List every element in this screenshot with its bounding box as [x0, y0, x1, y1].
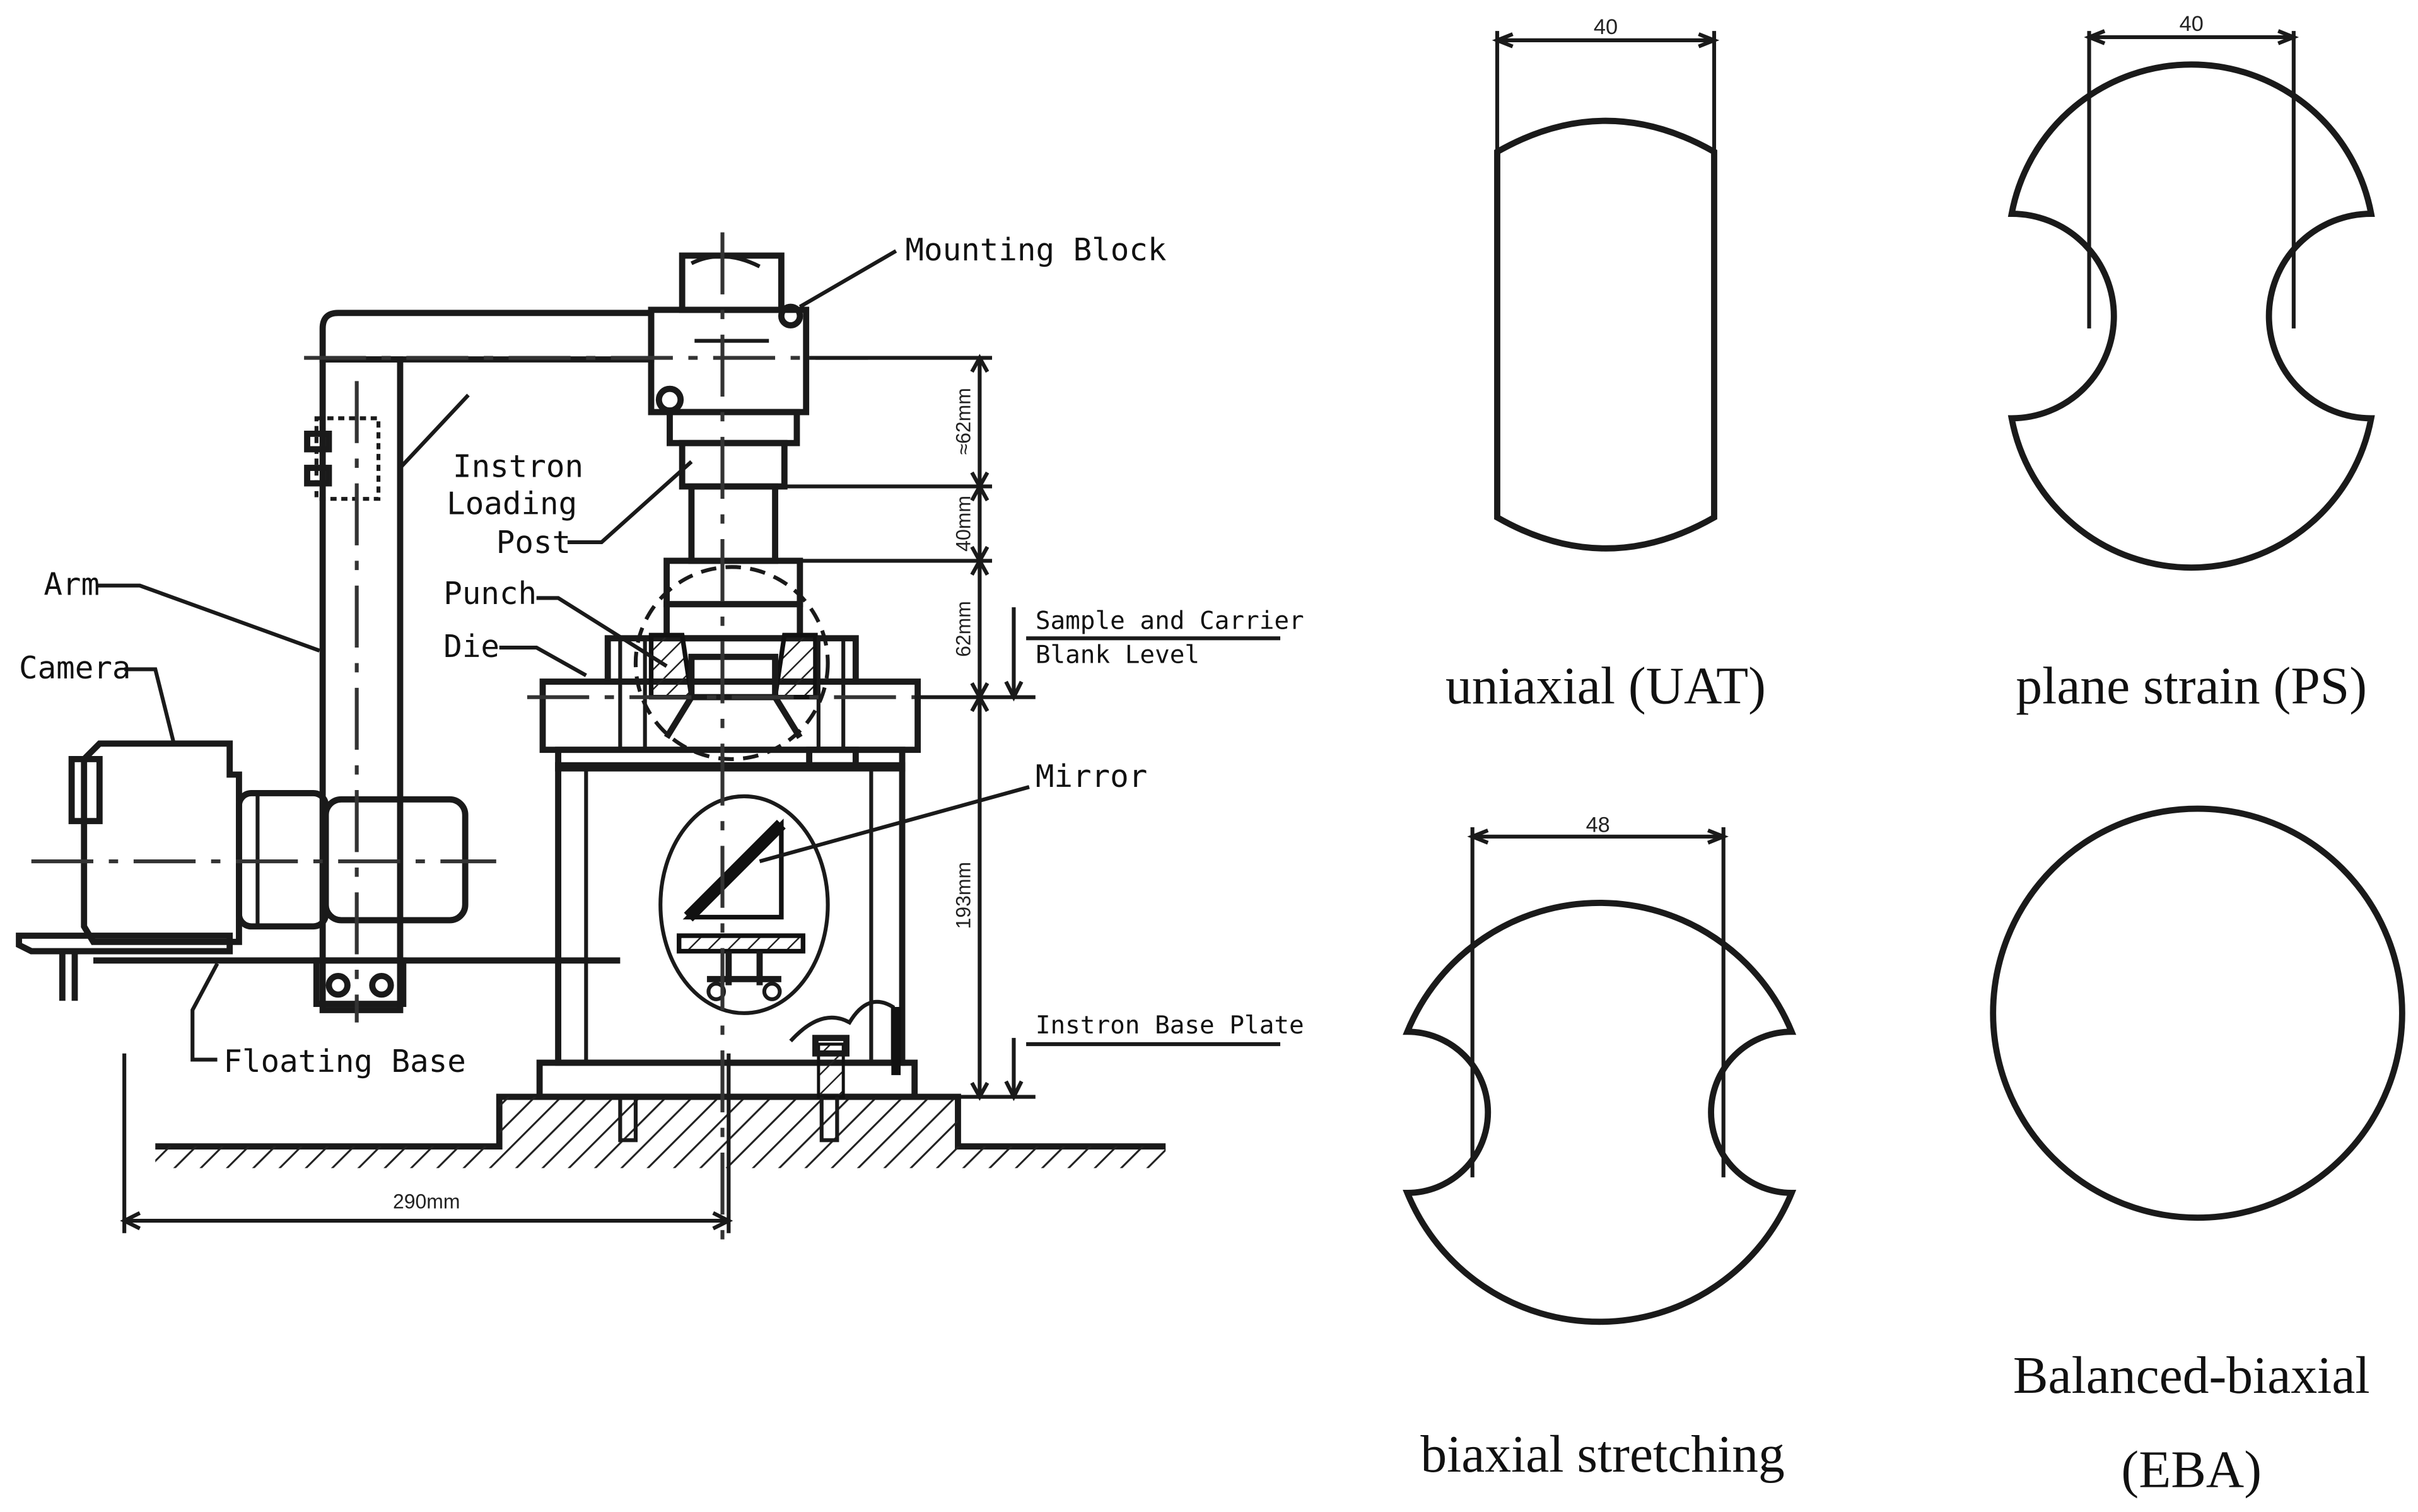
dim-40mm: 40mm [952, 496, 975, 552]
uat-caption: uniaxial (UAT) [1446, 657, 1766, 715]
bs-dimension: 48 [1586, 813, 1610, 837]
label-punch: Punch [443, 575, 537, 612]
label-blank-level: Blank Level [1036, 641, 1200, 670]
eba-caption-line2: (EBA) [2121, 1441, 2262, 1499]
eba-caption-line1: Balanced-biaxial [2013, 1347, 2370, 1405]
uat-dimension: 40 [1594, 15, 1618, 39]
label-arm: Arm [44, 566, 100, 602]
bs-caption: biaxial stretching [1420, 1426, 1784, 1484]
label-mounting-block: Mounting Block [905, 231, 1166, 268]
label-die: Die [443, 628, 499, 665]
ground [155, 1093, 1166, 1168]
dim-62mm: 62mm [952, 601, 975, 657]
label-floating-base: Floating Base [223, 1043, 465, 1079]
leader-lines [96, 249, 1030, 1062]
label-post: Post [496, 524, 571, 561]
label-sample-carrier: Sample and Carrier [1036, 607, 1304, 636]
label-instron: Instron [453, 448, 583, 485]
dim-193mm: 193mm [952, 862, 975, 929]
die-body [536, 557, 921, 1143]
specimen-ps: 40 plane strain (PS) [2007, 12, 2375, 715]
loading-post [648, 252, 810, 564]
label-mirror: Mirror [1036, 758, 1147, 794]
apparatus-drawing: Mounting Block Instron Loading Post Arm … [16, 231, 1304, 1240]
ps-caption: plane strain (PS) [2016, 657, 2367, 715]
dimension-lines [120, 354, 1281, 1233]
specimen-uat: 40 uniaxial (UAT) [1446, 15, 1766, 715]
specimen-eba: Balanced-biaxial (EBA) [1990, 805, 2405, 1499]
label-instron-base-plate: Instron Base Plate [1036, 1011, 1304, 1040]
dim-290mm: 290mm [393, 1190, 460, 1213]
ps-dimension: 40 [2180, 12, 2204, 36]
dim-62mm-top: ≈62mm [952, 388, 975, 455]
specimen-bs: 48 biaxial stretching [1403, 813, 1797, 1484]
label-camera: Camera [19, 649, 131, 686]
label-loading: Loading [447, 486, 577, 522]
